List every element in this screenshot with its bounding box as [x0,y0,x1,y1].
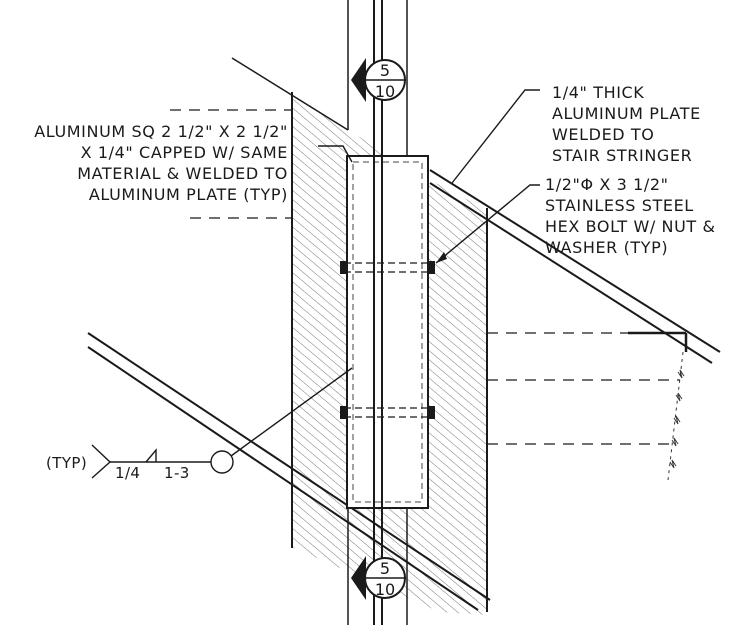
bolt-callout-line-1: 1/2"Φ X 3 1/2" [545,175,669,194]
tube-outline [346,155,429,509]
plate-callout-line-3: WELDED TO [552,125,654,144]
weld-typ-label: (TYP) [46,454,87,472]
section-mark-top-sheet: 10 [375,82,395,101]
stringer-lower-top-line [87,332,491,601]
weld-size-label: 1/4 [115,464,140,482]
tube-callout-line-2: X 1/4" CAPPED W/ SAME [81,143,288,162]
section-mark-top: 5 10 [351,58,406,102]
weld-pitch-label: 1-3 [164,464,190,482]
section-mark-bottom: 5 10 [351,556,406,600]
plate-callout-text: 1/4" THICK ALUMINUM PLATE WELDED TO STAI… [552,83,701,165]
bolt-callout-text: 1/2"Φ X 3 1/2" STAINLESS STEEL HEX BOLT … [545,175,716,257]
tube-callout-line-4: ALUMINUM PLATE (TYP) [89,185,288,204]
hex-bolt-lower [340,406,435,419]
tube-callout-line-3: MATERIAL & WELDED TO [77,164,288,183]
plate-top-left-edge [231,57,349,131]
stringer-lower-bottom-line [87,346,479,611]
bolt-callout-leader [435,184,540,264]
stringer-upper-top-line [429,169,721,353]
tube-callout-text: ALUMINUM SQ 2 1/2" X 2 1/2" X 1/4" CAPPE… [34,122,288,204]
plate-callout-leader [451,89,540,184]
plate-callout-line-2: ALUMINUM PLATE [552,104,701,123]
tube-callout-leader [318,145,353,163]
plate-callout-line-4: STAIR STRINGER [552,146,692,165]
hex-bolt-upper [340,261,435,274]
section-mark-bottom-number: 5 [380,559,390,578]
section-mark-top-number: 5 [380,61,390,80]
weld-symbol: (TYP) 1/4 1-3 [46,367,353,482]
bolt-callout-line-2: STAINLESS STEEL [545,196,694,215]
tread-cut-marks [667,351,685,481]
bolt-callout-line-3: HEX BOLT W/ NUT & [545,217,716,236]
section-mark-bottom-sheet: 10 [375,580,395,599]
bolt-leader-arrow [436,252,447,263]
tube-callout-line-1: ALUMINUM SQ 2 1/2" X 2 1/2" [34,122,288,141]
plate-callout-line-1: 1/4" THICK [552,83,644,102]
tube-inner-dashed [352,161,423,503]
bolt-callout-line-4: WASHER (TYP) [545,238,668,257]
